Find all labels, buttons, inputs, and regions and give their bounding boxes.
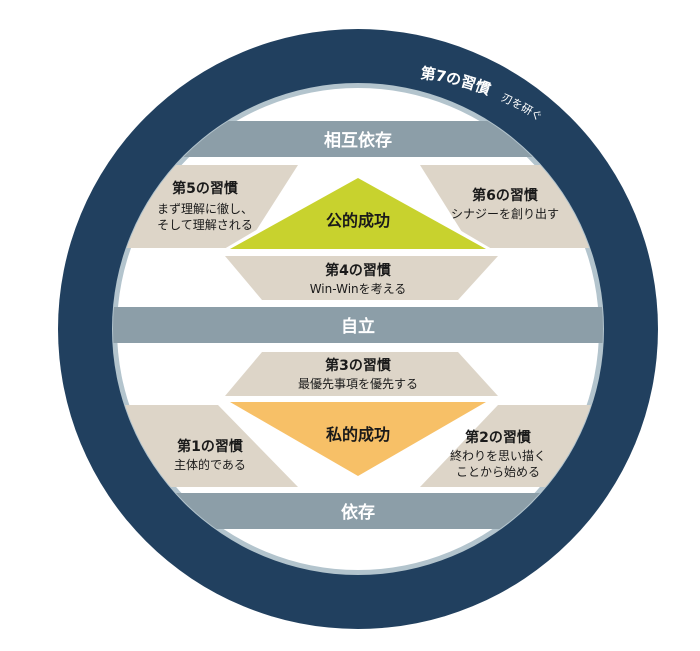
habit1-shape (113, 405, 298, 487)
private-success-label: 私的成功 (326, 425, 390, 444)
habit4-shape (225, 256, 498, 300)
habit1-title: 第1の習慣 (177, 438, 243, 455)
habit3-title: 第3の習慣 (325, 357, 391, 374)
public-success-triangle (230, 178, 486, 249)
habit3-shape (225, 352, 498, 396)
band-interdependence-label: 相互依存 (324, 130, 392, 151)
habit2-desc-line2: ことから始める (456, 465, 540, 479)
band-independence (113, 307, 603, 343)
habit1-desc: 主体的である (174, 457, 246, 472)
habit3-desc: 最優先事項を優先する (298, 377, 418, 391)
habit5-desc-line2: そして理解される (157, 218, 253, 232)
band-dependence-label: 依存 (341, 502, 375, 523)
habit2-title: 第2の習慣 (465, 429, 531, 446)
habit2-desc-line1: 終わりを思い描く (450, 448, 546, 463)
habit6-desc: シナジーを創り出す (451, 207, 559, 221)
habit5-desc-line1: まず理解に徹し、 (157, 201, 253, 216)
band-independence-label: 自立 (341, 316, 375, 337)
public-success-label: 公的成功 (326, 211, 390, 230)
habit4-title: 第4の習慣 (325, 262, 391, 279)
private-success-triangle (230, 402, 486, 476)
habit6-title: 第6の習慣 (472, 187, 538, 204)
habit5-title: 第5の習慣 (172, 180, 238, 197)
habit4-desc: Win-Winを考える (310, 282, 407, 296)
